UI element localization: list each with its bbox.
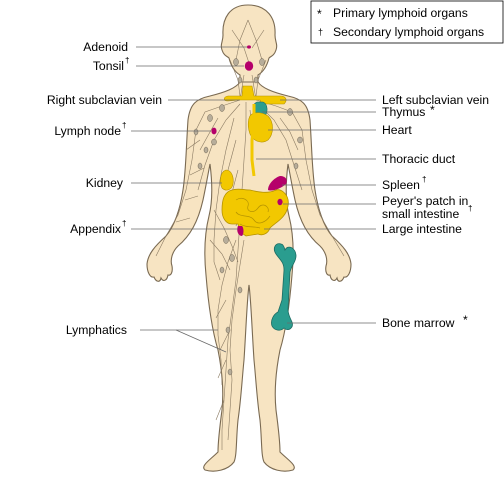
label-kidney: Kidney xyxy=(86,176,124,190)
torso-and-limbs xyxy=(146,81,352,472)
label-tonsil: Tonsil xyxy=(93,59,124,73)
label-right-subclavian-vein: Right subclavian vein xyxy=(47,93,162,107)
label-large-intestine: Large intestine xyxy=(382,222,462,236)
spleen-organ xyxy=(268,176,287,191)
label-peyers-patch-line1: Peyer's patch in xyxy=(382,194,468,208)
organs xyxy=(211,45,297,331)
leader-lines xyxy=(131,46,376,353)
body-silhouette xyxy=(146,4,352,472)
bone-marrow-femur xyxy=(271,243,297,331)
small-intestine-coils xyxy=(235,198,271,229)
label-lymph-node: Lymph node xyxy=(54,124,121,138)
label-spleen: Spleen xyxy=(382,178,420,192)
label-adenoid: Adenoid xyxy=(83,40,128,54)
label-thoracic-duct: Thoracic duct xyxy=(382,152,456,166)
legend-primary-label: Primary lymphoid organs xyxy=(333,6,468,20)
label-thymus: Thymus xyxy=(382,105,425,119)
kidney-organ xyxy=(220,169,234,191)
peyers-patch-organ xyxy=(277,198,283,206)
label-peyers-patch-line2: small intestine xyxy=(382,207,459,221)
adenoid-organ xyxy=(247,45,251,49)
large-intestine-organ xyxy=(221,188,289,237)
label-lymphatics: Lymphatics xyxy=(66,323,127,337)
head xyxy=(220,4,278,85)
legend: * Primary lymphoid organs † Secondary ly… xyxy=(310,0,504,44)
right-labels: Left subclavian vein Thymus * Heart Thor… xyxy=(382,93,489,330)
lymph-nodes xyxy=(193,58,303,376)
legend-secondary-label: Secondary lymphoid organs xyxy=(333,25,484,39)
legend-box xyxy=(310,0,504,44)
lymph-node-organ xyxy=(211,127,217,135)
label-heart: Heart xyxy=(382,123,412,137)
tonsil-organ xyxy=(244,61,254,71)
thoracic-duct xyxy=(250,104,256,177)
appendix-secondary-mark: † xyxy=(122,219,126,228)
legend-primary-symbol: * xyxy=(317,7,322,21)
thymus-primary-mark: * xyxy=(430,103,435,117)
spleen-secondary-mark: † xyxy=(422,175,426,184)
appendix-organ xyxy=(237,226,244,236)
left-labels: Adenoid Tonsil † Right subclavian vein L… xyxy=(47,40,162,337)
legend-secondary-symbol: † xyxy=(318,27,323,37)
label-left-subclavian-vein: Left subclavian vein xyxy=(382,93,489,107)
peyers-patch-secondary-mark: † xyxy=(468,204,472,213)
lymph-node-secondary-mark: † xyxy=(122,121,126,130)
label-bone-marrow: Bone marrow xyxy=(382,316,455,330)
label-appendix: Appendix xyxy=(70,222,121,236)
bone-marrow-primary-mark: * xyxy=(463,313,468,327)
tonsil-secondary-mark: † xyxy=(125,56,129,65)
